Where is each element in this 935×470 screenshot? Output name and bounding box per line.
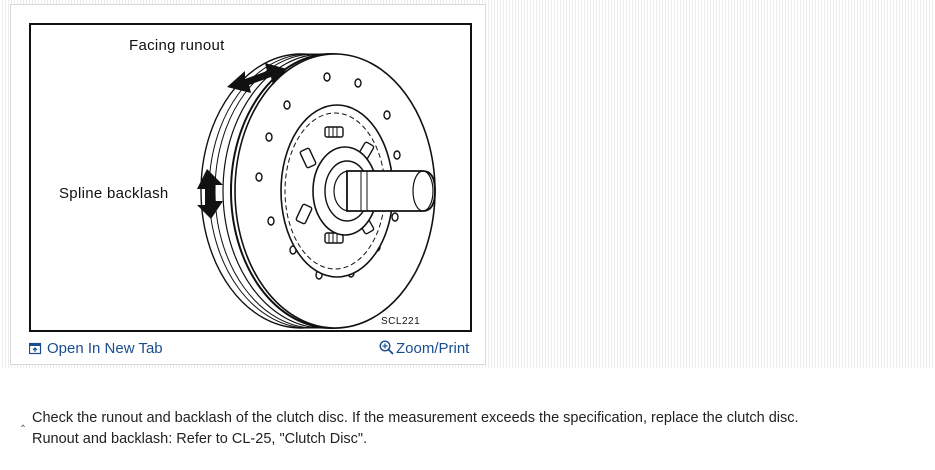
open-new-tab-label: Open In New Tab	[47, 340, 163, 357]
zoom-print-link[interactable]: Zoom/Print	[379, 340, 469, 359]
zoom-print-label: Zoom/Print	[396, 340, 470, 357]
spline-backlash-label: Spline backlash	[59, 185, 169, 202]
open-new-tab-link[interactable]: Open In New Tab	[28, 340, 163, 359]
clutch-disc-note: ‸ Check the runout and backlash of the c…	[21, 408, 922, 450]
clutch-disc-diagram[interactable]: Facing runout Spline backlash SCL221	[29, 23, 472, 332]
figure-code: SCL221	[381, 316, 421, 327]
note-line-2: Runout and backlash: Refer to CL-25, "Cl…	[32, 431, 368, 447]
facing-runout-arrow	[227, 63, 287, 93]
facing-runout-label: Facing runout	[129, 37, 225, 54]
caret-up-icon: ‸	[21, 413, 26, 427]
note-line-1: Check the runout and backlash of the clu…	[32, 410, 799, 426]
clutch-disc-illustration	[197, 53, 436, 329]
figure-card: Facing runout Spline backlash SCL221 Ope…	[10, 4, 486, 365]
magnifier-plus-icon	[379, 340, 394, 359]
open-new-tab-icon	[28, 342, 42, 359]
spline-backlash-arrow	[197, 169, 223, 219]
